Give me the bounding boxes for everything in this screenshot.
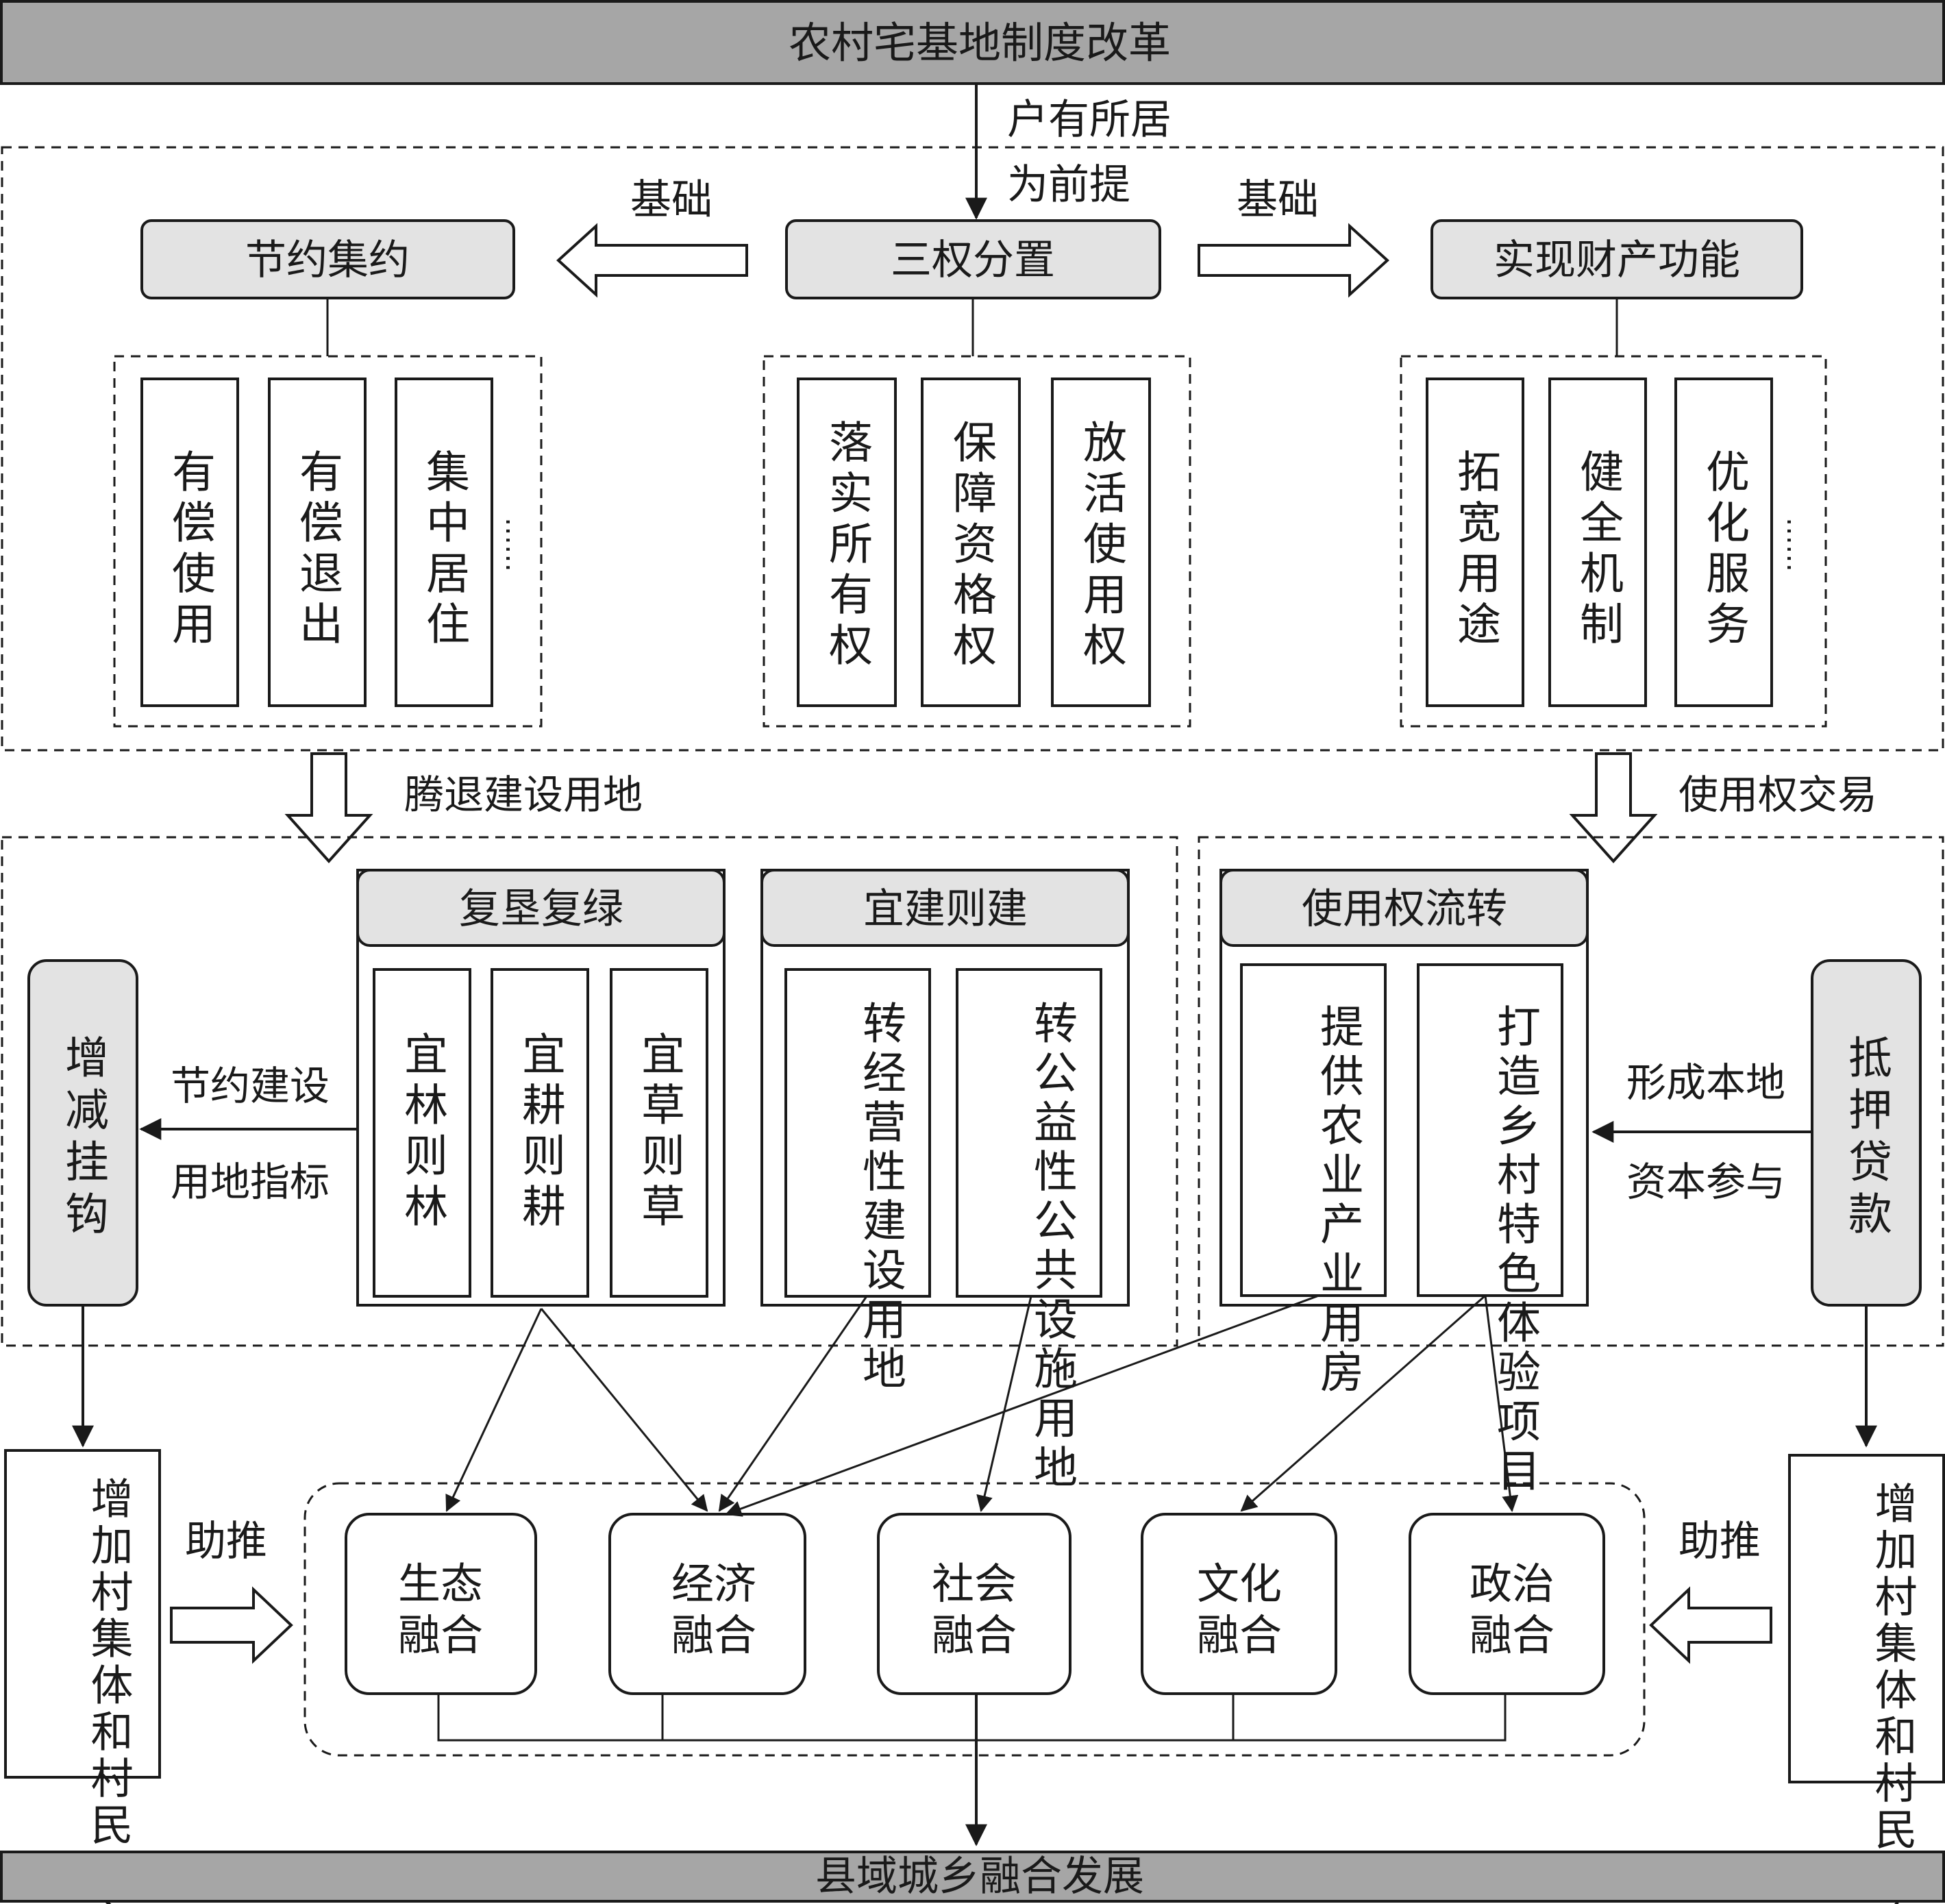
left-group-box	[113, 355, 543, 728]
liuzhuan-title: 使用权流转	[1302, 885, 1507, 933]
col-tuokuan-yongtu: 拓宽用途	[1426, 378, 1524, 707]
col-fanghuo-shiyongquan: 放活使用权	[1051, 378, 1151, 707]
right-group-box	[1400, 355, 1827, 728]
col-youchang-shiyong: 有偿使用	[140, 378, 239, 707]
center-group-box	[763, 355, 1191, 728]
push-left-arrow	[170, 1586, 293, 1664]
head-jieyue: 节约集约	[140, 219, 515, 299]
fusion-label-1: 文化	[1197, 1559, 1282, 1609]
income-right-label: 增加村集体和村民资金	[1868, 1481, 1918, 1904]
col-youchang-tuichu: 有偿退出	[268, 378, 367, 707]
head-caichan-label: 实现财产功能	[1494, 236, 1740, 284]
col-label: 优化服务	[1698, 449, 1749, 652]
fusion-label-2: 融合	[932, 1610, 1017, 1660]
col-label: 转经营性建设用地	[855, 1000, 906, 1395]
flow-right-label: 使用权交易	[1678, 771, 1877, 818]
hook-pill: 增减挂钩	[27, 959, 138, 1307]
fusion-bus	[437, 1694, 1507, 1742]
fukun-title: 复垦复绿	[459, 885, 623, 933]
premise-line-1: 户有所居	[1007, 96, 1172, 144]
col-label: 健全机制	[1572, 449, 1623, 652]
push-left-label: 助推	[185, 1518, 267, 1566]
push-right-label: 助推	[1678, 1518, 1761, 1566]
income-right-box: 增加村集体和村民资金	[1788, 1454, 1945, 1904]
flow-right-arrow	[1569, 752, 1658, 863]
bottom-title: 县域城乡融合发展	[815, 1853, 1144, 1901]
fusion-economy: 经济 融合	[608, 1513, 806, 1695]
link-liuzhuan-economy	[725, 1294, 1320, 1517]
fusion-label-2: 融合	[1470, 1610, 1554, 1660]
fusion-label-2: 融合	[1197, 1610, 1282, 1660]
col-label: 保障资格权	[945, 419, 996, 673]
link-liuzhuan-politics	[1484, 1295, 1519, 1512]
basis-right-label: 基础	[1237, 176, 1319, 224]
hook-label: 增减挂钩	[58, 1035, 108, 1243]
top-title-bar: 农村宅基地制度改革	[0, 0, 1945, 85]
col-label: 宜耕则耕	[515, 1031, 565, 1234]
flow-left-label: 腾退建设用地	[404, 771, 643, 818]
mortgage-arrow-label-1: 形成本地	[1626, 1059, 1785, 1106]
col-label: 宜草则草	[634, 1031, 684, 1234]
basis-left-arrow	[556, 223, 748, 298]
income-left-box: 增加村集体和村民收入	[4, 1449, 161, 1904]
col-label: 拓宽用途	[1450, 449, 1500, 652]
fusion-label-1: 政治	[1470, 1559, 1554, 1609]
col-label: 落实所有权	[821, 419, 872, 673]
flow-left-arrow	[284, 752, 373, 863]
link-yijian-economy	[718, 1296, 868, 1512]
bottom-title-bar: 县域城乡融合发展	[0, 1851, 1945, 1903]
link-fukun-economy	[540, 1308, 708, 1512]
mortgage-label: 抵押贷款	[1841, 1035, 1892, 1243]
fusion-ecology: 生态 融合	[345, 1513, 537, 1695]
fusion-label-1: 生态	[398, 1559, 483, 1609]
col-luoshi-suoyouquan: 落实所有权	[797, 378, 897, 707]
link-liuzhuan-culture	[1240, 1294, 1486, 1512]
middle-left-region	[1, 836, 1178, 1347]
yijian-group: 宜建则建 转经营性建设用地 转公益性公共设施用地	[760, 869, 1130, 1494]
upper-region	[1, 146, 1944, 752]
liuzhuan-group: 使用权流转 提供农业产业用房 打造乡村特色体验项目	[1219, 869, 1589, 1497]
hook-arrow-label-2: 用地指标	[171, 1159, 330, 1205]
push-right-arrow	[1649, 1586, 1772, 1664]
col-label: 宜林则林	[397, 1031, 447, 1234]
mortgage-arrow-label-2: 资本参与	[1626, 1159, 1785, 1205]
left-ellipsis: ……	[499, 517, 531, 572]
premise-line-2: 为前提	[1007, 161, 1130, 209]
fusion-label-2: 融合	[398, 1610, 483, 1660]
mortgage-pill: 抵押贷款	[1811, 959, 1922, 1307]
link-yijian-society	[976, 1296, 1032, 1512]
head-sanquan-label: 三权分置	[891, 236, 1055, 284]
col-label: 有偿使用	[164, 449, 215, 652]
right-ellipsis: ……	[1781, 517, 1812, 572]
fusion-label-1: 社会	[932, 1559, 1017, 1609]
basis-left-label: 基础	[630, 176, 713, 224]
col-label: 有偿退出	[292, 449, 343, 652]
fukun-group: 复垦复绿 宜林则林 宜耕则耕 宜草则草	[356, 869, 726, 1307]
col-label: 打造乡村特色体验项目	[1489, 1004, 1540, 1497]
basis-right-arrow	[1198, 223, 1389, 298]
col-youhua-fuwu: 优化服务	[1674, 378, 1773, 707]
fusion-label-2: 融合	[671, 1610, 756, 1660]
fusion-society: 社会 融合	[877, 1513, 1071, 1695]
col-label: 转公益性公共设施用地	[1026, 1000, 1077, 1494]
hook-arrow-label-1: 节约建设	[171, 1063, 330, 1109]
col-baozhang-zigequan: 保障资格权	[921, 378, 1021, 707]
fusion-politics: 政治 融合	[1409, 1513, 1605, 1695]
col-label: 集中居住	[419, 449, 469, 652]
fusion-culture: 文化 融合	[1141, 1513, 1337, 1695]
head-jieyue-label: 节约集约	[245, 236, 410, 284]
head-caichan: 实现财产功能	[1430, 219, 1803, 299]
col-label: 提供农业产业用房	[1313, 1004, 1363, 1398]
top-title: 农村宅基地制度改革	[789, 18, 1171, 68]
col-jianquan-jizhi: 健全机制	[1548, 378, 1647, 707]
col-label: 放活使用权	[1076, 419, 1126, 673]
head-sanquan: 三权分置	[785, 219, 1161, 299]
col-jizhong-juzhu: 集中居住	[395, 378, 493, 707]
yijian-title: 宜建则建	[863, 885, 1028, 933]
fusion-label-1: 经济	[671, 1559, 756, 1609]
link-fukun-ecology	[445, 1308, 543, 1512]
income-left-label: 增加村集体和村民收入	[84, 1476, 134, 1904]
